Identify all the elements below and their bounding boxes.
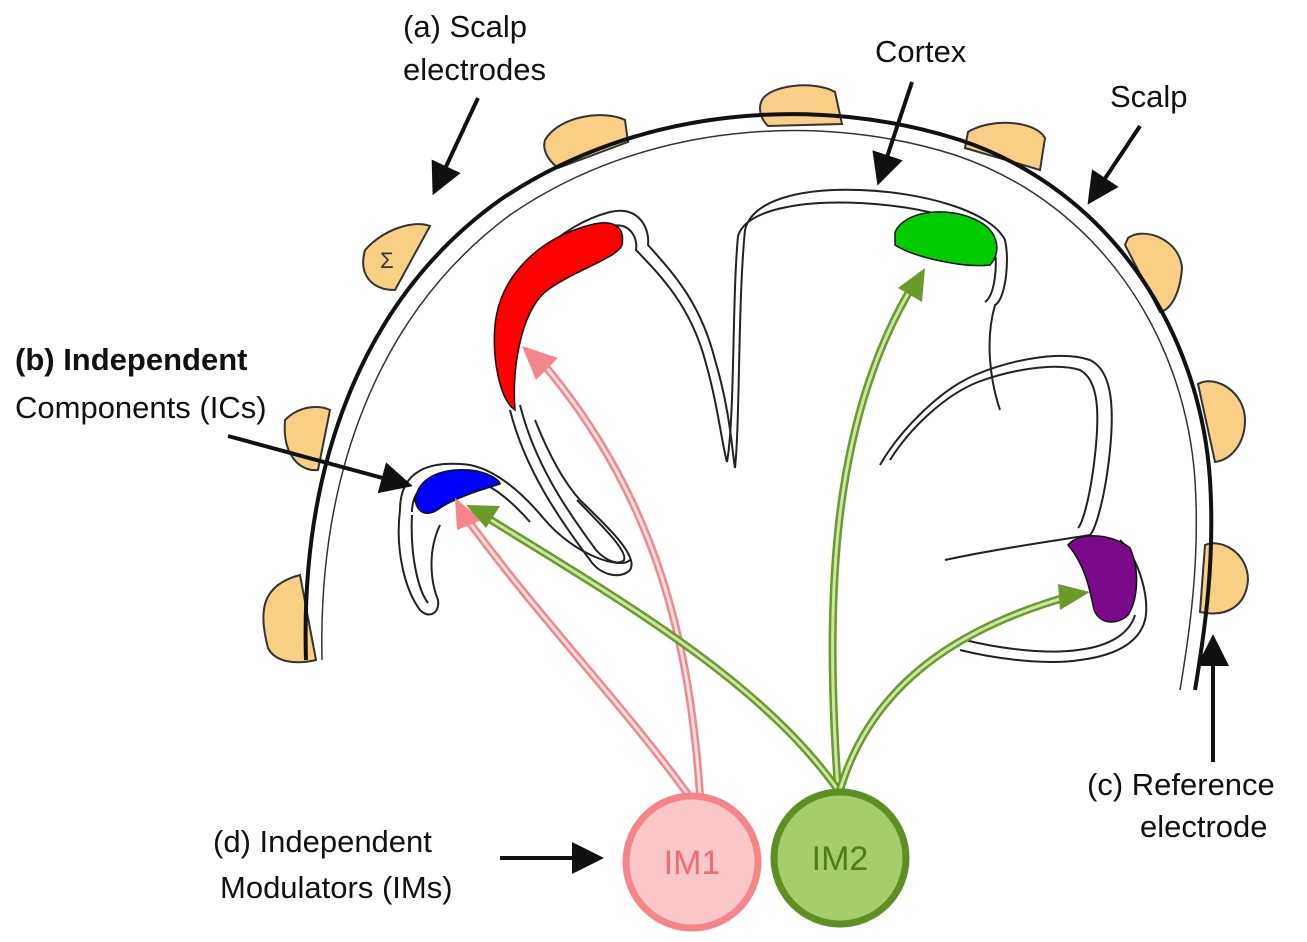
labels: (a) Scalp electrodes Cortex Scalp (b) In…	[15, 9, 1275, 905]
scalp-electrodes-pointer	[436, 98, 478, 188]
green-component	[895, 212, 997, 266]
scalp-electrode	[363, 224, 430, 290]
ics-label: (b) Independent	[15, 342, 247, 377]
ics-label-2: Components (ICs)	[15, 390, 267, 425]
im1-label: IM1	[664, 844, 721, 882]
ims-label-2: Modulators (IMs)	[220, 870, 453, 905]
im2-arrowhead	[1058, 584, 1090, 610]
im2-arrows	[466, 268, 1090, 790]
scalp-pointer	[1092, 126, 1140, 198]
cortex-label: Cortex	[875, 34, 967, 69]
scalp-electrodes-label-2: electrodes	[403, 52, 546, 87]
independent-modulators: IM1 IM2	[626, 792, 906, 928]
ims-label: (d) Independent	[213, 824, 432, 859]
scalp-label: Scalp	[1110, 79, 1188, 114]
scalp-electrodes-label: (a) Scalp	[403, 9, 527, 44]
cortex-fold	[880, 356, 1112, 560]
sigma-symbol: Σ	[380, 248, 394, 273]
cortex	[399, 190, 1147, 662]
cortex-fold-inner	[520, 405, 624, 562]
scalp-electrode	[760, 85, 842, 126]
scalp	[306, 114, 1212, 690]
cortex-pointer	[880, 82, 912, 178]
reference-label: (c) Reference	[1087, 767, 1275, 802]
im2-label: IM2	[812, 840, 869, 878]
reference-label-2: electrode	[1140, 809, 1268, 844]
purple-component	[1068, 536, 1137, 622]
